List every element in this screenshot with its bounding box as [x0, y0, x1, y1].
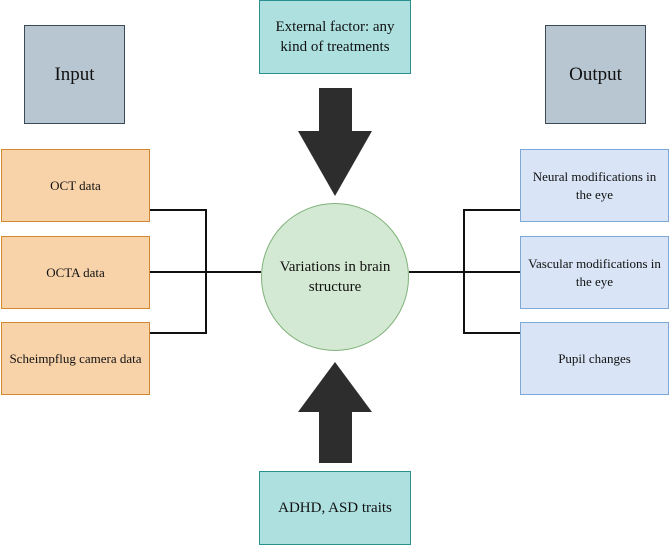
traits-text: ADHD, ASD traits: [278, 499, 392, 516]
center-node-text: Variations in brain structure: [279, 258, 391, 295]
output-vascular-text: Vascular modifications in the eye: [528, 255, 661, 289]
input-octa-box: OCTA data: [1, 236, 150, 309]
external-factor-text: External factor: any kind of treatments: [275, 18, 395, 55]
output-label: Output: [545, 25, 646, 124]
down-arrow: [298, 88, 372, 196]
external-factor-box: External factor: any kind of treatments: [259, 0, 411, 74]
input-scheimpflug-box: Scheimpflug camera data: [1, 322, 150, 395]
output-pupil-text: Pupil changes: [558, 350, 631, 366]
up-arrow: [298, 362, 372, 463]
output-vascular-box: Vascular modifications in the eye: [520, 236, 669, 309]
output-label-text: Output: [569, 63, 622, 85]
input-scheimpflug-text: Scheimpflug camera data: [9, 350, 142, 366]
input-oct-box: OCT data: [1, 149, 150, 222]
input-connectors: [150, 209, 261, 334]
input-octa-text: OCTA data: [46, 264, 105, 280]
input-oct-text: OCT data: [50, 177, 101, 193]
center-node: Variations in brain structure: [261, 203, 409, 351]
traits-box: ADHD, ASD traits: [259, 471, 411, 545]
output-neural-text: Neural modifications in the eye: [532, 168, 657, 202]
input-label: Input: [24, 25, 125, 124]
output-neural-box: Neural modifications in the eye: [520, 149, 669, 222]
output-pupil-box: Pupil changes: [520, 322, 669, 395]
output-connectors: [409, 209, 520, 334]
input-label-text: Input: [54, 63, 95, 85]
